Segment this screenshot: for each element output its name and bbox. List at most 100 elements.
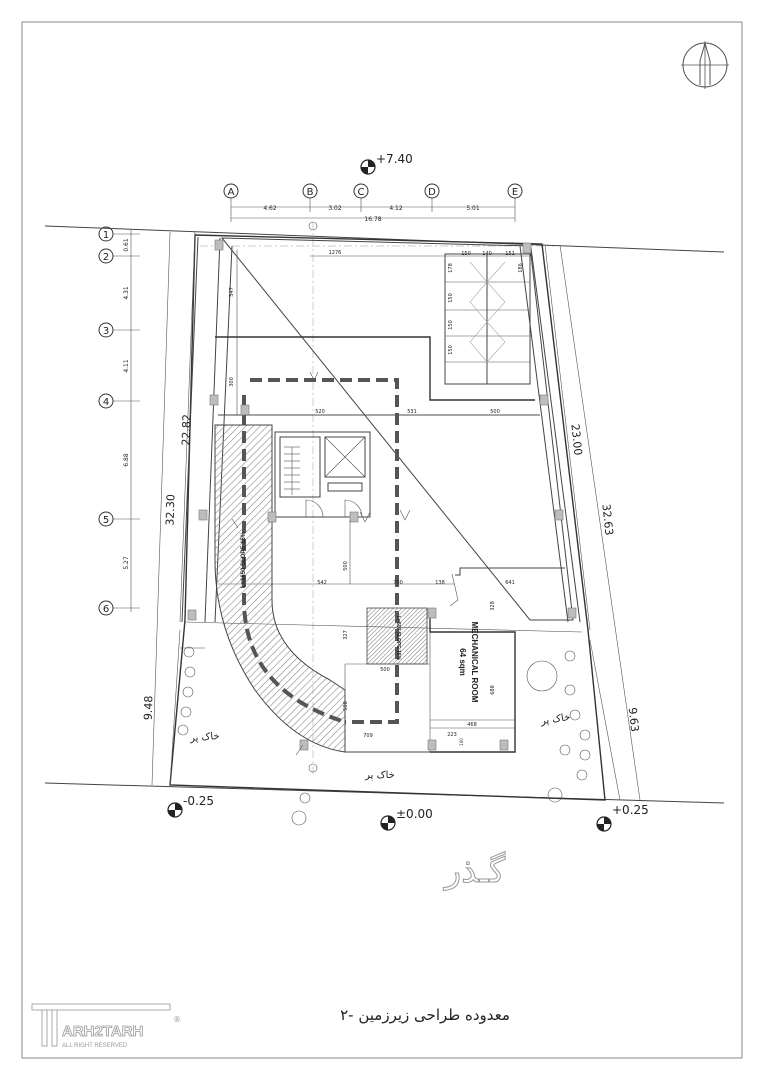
level-marker-top: +7.40 — [360, 152, 413, 175]
grid-bubble-d: D — [424, 183, 440, 199]
grid-columns: A B C D E 4.62 3.02 4.12 5.01 16.78 — [223, 183, 523, 223]
grid-bubble-2: 2 — [98, 248, 114, 264]
trees — [177, 646, 591, 826]
dim-700: 700 — [393, 580, 403, 586]
parking-dim-150: 150 — [461, 251, 471, 257]
col-spacing-bc: 3.02 — [328, 205, 342, 212]
soil-label-right: خاک پر — [539, 712, 571, 727]
drawing-title: معدوده طراحی زیرزمین -۲ — [340, 1006, 510, 1024]
dim-709: 709 — [363, 733, 373, 739]
stair-icon — [284, 446, 300, 495]
row-spacing-45: 6.88 — [123, 453, 130, 467]
dim-641: 641 — [505, 580, 515, 586]
site-dims-right: 23.00 32.63 9.63 — [544, 244, 641, 801]
col-spacing-total: 16.78 — [364, 216, 381, 223]
dim-500-d: 500 — [343, 701, 349, 711]
site-dim-right-lower: 9.63 — [626, 707, 641, 733]
grid-label-a: A — [228, 187, 235, 198]
grid-bubble-a: A — [223, 183, 239, 199]
col-spacing-de: 5.01 — [466, 205, 480, 212]
site-boundary — [44, 225, 725, 804]
dim-328: 328 — [490, 601, 496, 611]
grid-bubble-3: 3 — [98, 322, 114, 338]
level-marker-left: -0.25 — [167, 794, 214, 818]
parking-stall-dim-2: 150 — [448, 320, 454, 330]
parking-dim-151: 151 — [505, 251, 515, 257]
level-marker-center: ±0.00 — [380, 807, 433, 831]
level-center-text: ±0.00 — [396, 807, 433, 821]
soil-label-bottom: خاک پر — [364, 770, 395, 781]
grid-bubble-6: 6 — [98, 600, 114, 616]
dim-520: 520 — [315, 409, 325, 415]
level-marker-icon — [360, 159, 376, 175]
logo-name: ARH2TARH — [62, 1023, 143, 1040]
level-top-text: +7.40 — [376, 152, 413, 166]
dim-138: 138 — [435, 580, 445, 586]
grid-label-d: D — [428, 187, 436, 198]
grid-label-6: 6 — [103, 604, 109, 615]
ramp-label-small: L=500 SLOPE 15% — [395, 616, 401, 661]
grid-label-1: 1 — [103, 230, 109, 241]
dim-547: 547 — [229, 287, 235, 297]
logo-tagline: ALL RIGHT RESERVED — [62, 1043, 128, 1049]
site-dim-right-total: 32.63 — [599, 503, 615, 536]
grid-rows: 1 2 3 4 5 6 0.61 4.31 4.11 6.88 5.27 — [98, 226, 140, 616]
mechanical-room: MECHANICAL ROOM 64 sqm — [458, 622, 479, 703]
parking-stall-dim-3: 150 — [448, 345, 454, 355]
row-spacing-12: 0.61 — [123, 238, 130, 252]
dim-468: 468 — [467, 722, 477, 728]
level-left-text: -0.25 — [183, 794, 214, 808]
grid-label-3: 3 — [103, 326, 109, 337]
site-dims-left: 22.82 32.30 9.48 — [142, 231, 196, 786]
dim-500-c: 500 — [380, 667, 390, 673]
parking-dim-178: 178 — [448, 263, 454, 273]
parking-dim-186: 186 — [518, 263, 524, 273]
inner-dimensions: 1276 547 300 520 531 500 542 700 138 641… — [229, 250, 540, 746]
door-swing-icon — [305, 499, 363, 518]
dim-100: 100 — [459, 738, 464, 746]
logo: ARH2TARH ® ALL RIGHT RESERVED — [31, 1003, 181, 1049]
site-dim-left-total: 32.30 — [163, 494, 177, 526]
street-label: گـذر — [443, 851, 506, 891]
grid-bubble-b: B — [302, 183, 318, 199]
grid-label-c: C — [358, 187, 365, 198]
dim-223: 223 — [447, 732, 457, 738]
row-spacing-23: 4.31 — [123, 286, 130, 300]
grid-bubble-e: E — [507, 183, 523, 199]
tree-icon — [526, 660, 558, 692]
grid-bubble-5: 5 — [98, 511, 114, 527]
logo-mark: ® — [173, 1015, 181, 1024]
ramp-label-main: L=1650 SLOPE 15% — [241, 531, 247, 588]
columns — [187, 239, 577, 751]
ramp — [214, 378, 399, 753]
parking-stalls: 150 140 151 178 186 150 150 150 — [444, 251, 531, 385]
parking-dim-140: 140 — [482, 251, 492, 257]
col-spacing-ab: 4.62 — [263, 205, 277, 212]
dim-542: 542 — [317, 580, 327, 586]
grid-label-4: 4 — [103, 397, 109, 408]
grid-bubble-c: C — [353, 183, 369, 199]
grid-bubble-1: 1 — [98, 226, 114, 242]
mechanical-room-title: MECHANICAL ROOM — [470, 622, 479, 703]
dim-327: 327 — [343, 630, 349, 640]
dim-500-b: 500 — [343, 561, 349, 571]
grid-label-b: B — [307, 187, 314, 198]
site-dim-left-lower: 9.48 — [142, 695, 156, 720]
level-marker-right: +0.25 — [596, 803, 649, 832]
dim-1276: 1276 — [329, 250, 342, 256]
dim-500-a: 500 — [490, 409, 500, 415]
logo-mark-icon — [31, 1003, 171, 1047]
grid-label-2: 2 — [103, 252, 109, 263]
col-spacing-cd: 4.12 — [389, 205, 403, 212]
dim-300: 300 — [229, 377, 235, 387]
stair-core — [274, 431, 371, 518]
row-spacing-56: 5.27 — [123, 556, 130, 570]
dim-531: 531 — [407, 409, 417, 415]
row-spacing-34: 4.11 — [123, 359, 130, 373]
small-ramp — [366, 607, 428, 665]
level-right-text: +0.25 — [612, 803, 649, 817]
mechanical-room-area: 64 sqm — [458, 648, 467, 676]
drawing-frame — [21, 21, 743, 1059]
grid-bubble-4: 4 — [98, 393, 114, 409]
